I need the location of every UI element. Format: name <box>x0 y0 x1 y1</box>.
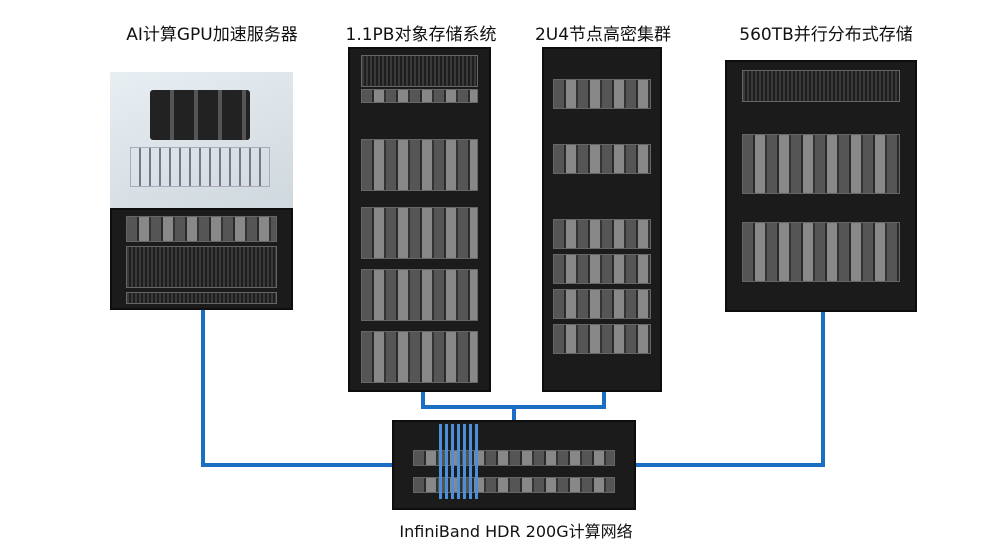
cable-storage-vertical <box>821 312 825 467</box>
parallel-storage-label: 560TB并行分布式存储 <box>739 25 913 45</box>
cable-top-drop <box>512 405 516 422</box>
cable-object-vertical <box>421 390 425 409</box>
gpu-server-label: AI计算GPU加速服务器 <box>126 25 298 45</box>
network-caption: InfiniBand HDR 200G计算网络 <box>399 522 633 541</box>
hpc-cluster-rack-photo <box>542 47 662 392</box>
cable-gpu-horizontal <box>201 463 394 467</box>
gpu-server-photo <box>110 208 293 310</box>
cable-cluster-vertical <box>602 390 606 409</box>
cable-gpu-vertical <box>201 310 205 467</box>
hpc-cluster-label: 2U4节点高密集群 <box>534 25 672 45</box>
parallel-storage-rack-photo <box>725 60 917 312</box>
gpu-server-render <box>110 72 293 209</box>
infiniband-switch-photo <box>392 420 636 510</box>
cable-storage-horizontal <box>634 463 825 467</box>
object-storage-rack-photo <box>348 47 491 392</box>
object-storage-label: 1.1PB对象存储系统 <box>345 25 497 45</box>
